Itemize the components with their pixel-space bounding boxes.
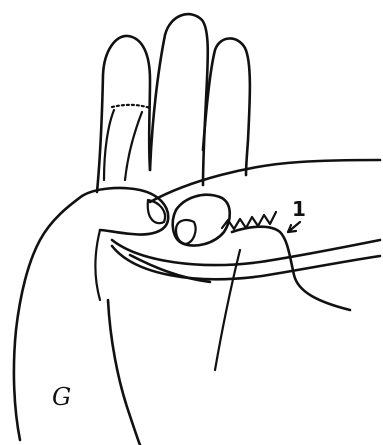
index-finger-crease: [112, 105, 150, 108]
palm-crease-2: [215, 250, 240, 370]
ring-finger-outline: [203, 38, 250, 175]
palm-crease-1: [95, 230, 100, 300]
middle-finger-outline: [150, 14, 208, 185]
palm-right-outline: [108, 300, 140, 445]
thumb-outline: [82, 188, 168, 234]
index-finger-inner-edge: [104, 110, 114, 180]
suture-thread-upper: [150, 160, 380, 202]
palm-left-outline: [14, 196, 82, 440]
marker-number-label: 1: [292, 197, 306, 221]
index-finger-inner-edge-2: [125, 112, 142, 180]
needle-loop: [232, 227, 350, 310]
fingertip-nail: [176, 220, 196, 244]
panel-letter-label: G: [52, 383, 71, 411]
